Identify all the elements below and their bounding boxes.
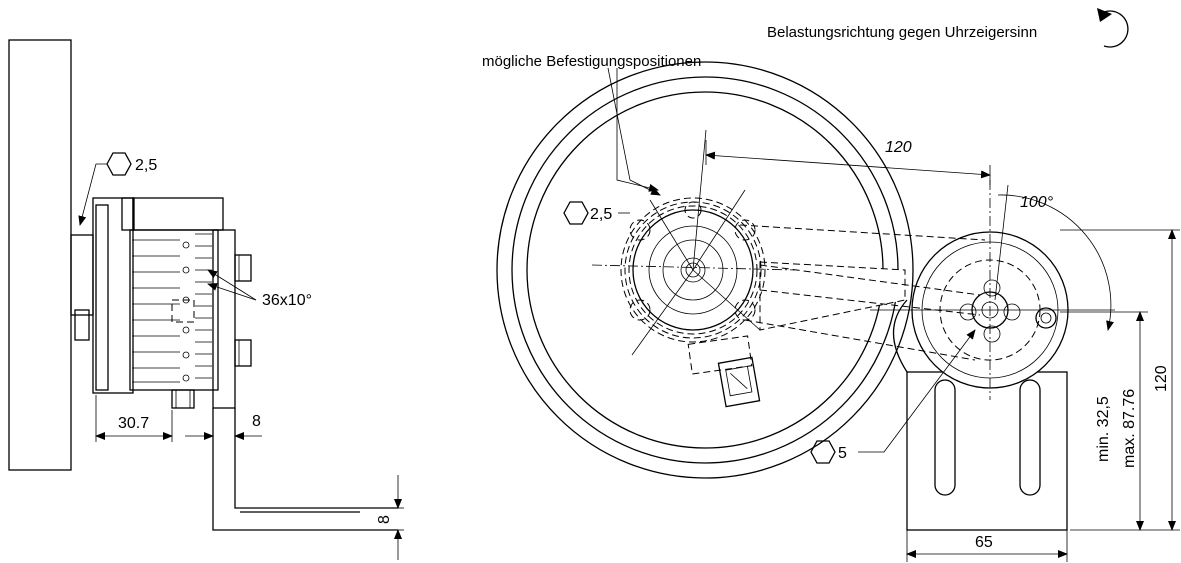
connector-plug	[717, 356, 761, 408]
front-view	[496, 61, 1115, 531]
adjustment-arm	[759, 261, 906, 331]
center-unit	[632, 209, 754, 331]
side-view-dimensions	[78, 152, 404, 560]
l-bracket	[212, 408, 398, 531]
hex-bottom-label: 5	[838, 445, 847, 462]
load-direction-label: Belastungsrichtung gegen Uhrzeigersinn	[767, 24, 1037, 41]
mount-flange	[70, 234, 94, 316]
hex-left-label: 2,5	[135, 157, 157, 174]
dim-8-vertical: 8	[376, 515, 393, 524]
hex-key-icon	[810, 440, 836, 464]
dim-65: 65	[975, 534, 993, 551]
dim-100-deg: 100°	[1020, 194, 1054, 211]
rotation-arrow-icon	[1103, 10, 1129, 48]
side-view	[8, 39, 398, 531]
bracket-vertical	[212, 229, 236, 409]
dim-120-right: 120	[1153, 365, 1170, 392]
teeth-ring	[195, 233, 212, 379]
dim-8-horizontal: 8	[252, 413, 261, 430]
front-view-dimensions	[563, 8, 1180, 562]
outer-ring	[496, 61, 914, 479]
hex-key-icon	[106, 152, 132, 176]
drum-fins	[132, 239, 190, 383]
dim-min: min. 32,5	[1095, 396, 1112, 462]
dim-30-7: 30.7	[118, 415, 149, 432]
base-bracket	[906, 371, 1068, 531]
hex-center-label: 2,5	[590, 206, 612, 223]
dim-max: max. 87.76	[1121, 389, 1138, 468]
wall-plate	[8, 39, 72, 471]
dim-120-top: 120	[885, 139, 912, 156]
teeth-label: 36x10°	[262, 292, 312, 309]
housing-body	[92, 197, 134, 394]
mounting-positions-label: mögliche Befestigungspositionen	[482, 53, 701, 70]
hex-key-icon	[563, 201, 589, 225]
